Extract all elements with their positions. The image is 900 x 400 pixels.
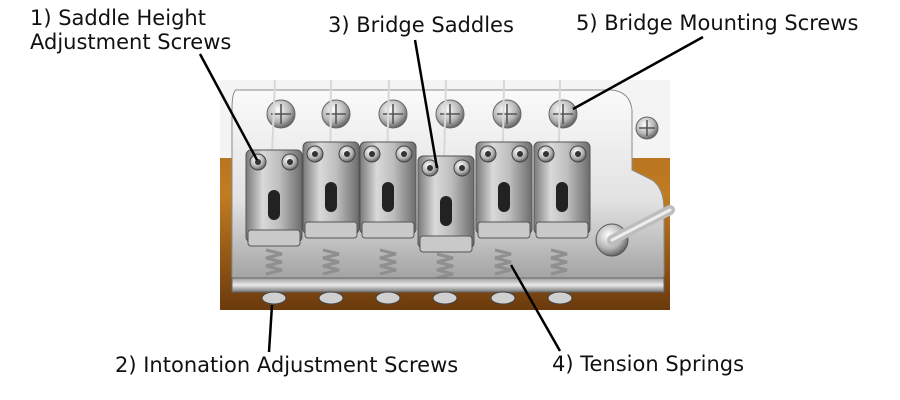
spring xyxy=(322,248,340,276)
intonation-screw xyxy=(375,291,401,305)
spring xyxy=(550,248,568,276)
leader-saddle-height xyxy=(198,53,259,161)
label-bridge-mounting-screws: 5) Bridge Mounting Screws xyxy=(576,11,859,35)
mounting-screw xyxy=(435,99,465,129)
intonation-screw xyxy=(547,291,573,305)
leader-tension-springs xyxy=(509,264,562,352)
tremolo-arm xyxy=(595,205,675,257)
saddle xyxy=(245,149,303,247)
leader-bridge-saddles xyxy=(413,39,439,169)
intonation-screw-heads xyxy=(261,291,573,305)
label-saddle-height-line1: 1) Saddle Height xyxy=(30,6,206,30)
intonation-screw xyxy=(432,291,458,305)
mounting-screw xyxy=(266,99,296,129)
saddle xyxy=(417,155,475,253)
tension-springs xyxy=(265,248,568,280)
saddle xyxy=(475,141,533,239)
saddle xyxy=(359,141,417,239)
saddle xyxy=(302,141,360,239)
label-intonation-screws: 2) Intonation Adjustment Screws xyxy=(115,353,459,377)
label-saddle-height: 1) Saddle Height Adjustment Screws xyxy=(30,6,231,54)
pickguard-screw xyxy=(635,116,659,140)
spring xyxy=(494,248,512,276)
mounting-screw xyxy=(321,99,351,129)
label-bridge-saddles: 3) Bridge Saddles xyxy=(328,13,514,37)
mounting-screw xyxy=(492,99,522,129)
mounting-screw xyxy=(548,99,578,129)
bridge-rear-flange xyxy=(231,277,665,293)
leader-mounting-screws xyxy=(572,35,704,111)
spring xyxy=(379,248,397,276)
mounting-screw xyxy=(378,99,408,129)
leader-intonation xyxy=(267,304,274,353)
intonation-screw xyxy=(490,291,516,305)
label-tension-springs: 4) Tension Springs xyxy=(552,352,745,376)
spring xyxy=(436,252,454,280)
leader-lines xyxy=(198,35,704,353)
intonation-screw xyxy=(318,291,344,305)
spring xyxy=(265,248,283,276)
saddle xyxy=(533,141,591,239)
label-saddle-height-line2: Adjustment Screws xyxy=(30,30,232,54)
bridge-saddles xyxy=(245,141,591,253)
intonation-screw xyxy=(261,291,287,305)
